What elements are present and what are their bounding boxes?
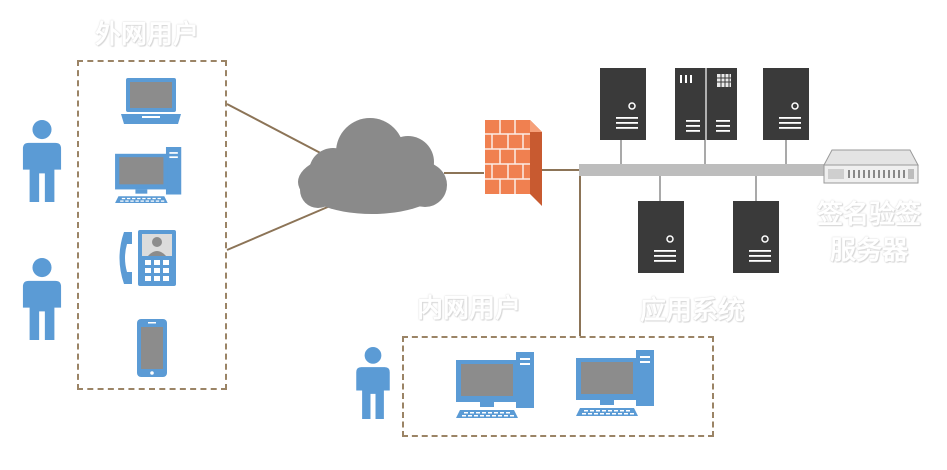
internal-desktop-icon-1 (456, 352, 534, 418)
rack-server-icon (675, 68, 737, 140)
internal-users-group (402, 336, 714, 437)
network-links (226, 103, 581, 336)
server-icon-3 (763, 68, 809, 140)
app-server-icon-1 (638, 201, 684, 273)
server-drop-lines (620, 140, 787, 201)
external-user-icon-2 (22, 258, 62, 340)
desktop-icon (115, 147, 182, 203)
signature-server-icon (823, 149, 919, 184)
sign-server-label-line2: 服务器 (830, 236, 909, 266)
laptop-icon (121, 78, 181, 124)
external-users-label: 外网用户 (95, 20, 200, 50)
sign-server-label-line1: 签名验签 (817, 200, 922, 230)
cloud-icon (298, 118, 447, 214)
tablet-icon (137, 319, 167, 377)
external-users-group (77, 60, 227, 390)
internal-desktop-icon-2 (576, 350, 654, 416)
internal-users-label: 内网用户 (417, 294, 522, 324)
phone-icon (119, 230, 176, 286)
backbone-bus (579, 164, 839, 176)
app-systems-label: 应用系统 (640, 296, 745, 326)
external-user-icon-1 (22, 120, 62, 202)
server-icon-1 (600, 68, 646, 140)
app-server-icon-2 (733, 201, 779, 273)
firewall-icon (485, 120, 542, 206)
internal-user-icon (356, 347, 390, 419)
